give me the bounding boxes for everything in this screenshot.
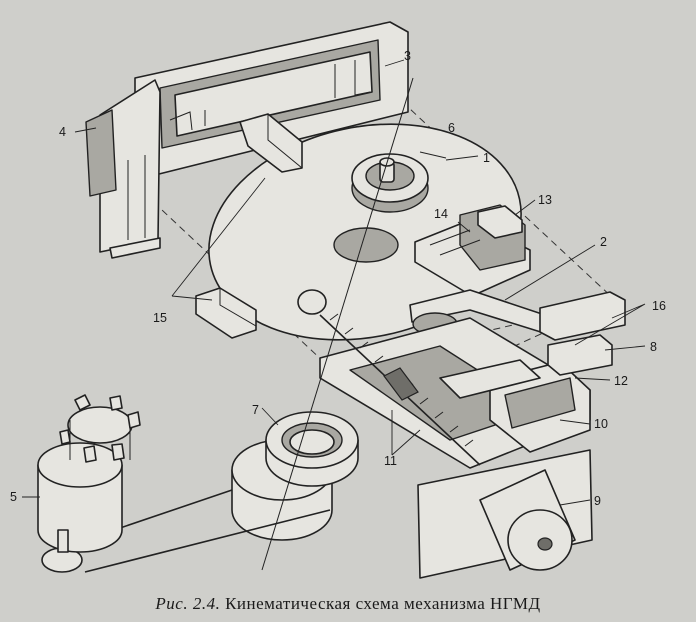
figure-caption: Рис. 2.4. Кинематическая схема механизма… bbox=[0, 594, 696, 614]
label-7: 7 bbox=[252, 403, 259, 417]
spindle-axis bbox=[261, 77, 414, 571]
label-3: 3 bbox=[404, 49, 411, 63]
caption-text: Кинематическая схема механизма НГМД bbox=[225, 594, 541, 613]
label-16: 16 bbox=[652, 299, 666, 313]
label-15: 15 bbox=[153, 311, 167, 325]
front-frame bbox=[85, 21, 409, 259]
drive-motor bbox=[37, 394, 141, 553]
sensor-bracket bbox=[539, 291, 626, 341]
label-1: 1 bbox=[483, 151, 490, 165]
caption-prefix: Рис. 2.4. bbox=[155, 594, 221, 613]
carriage-block bbox=[414, 204, 531, 297]
label-13: 13 bbox=[538, 193, 552, 207]
sensor-block bbox=[547, 334, 613, 376]
label-4: 4 bbox=[59, 125, 66, 139]
label-5: 5 bbox=[10, 490, 17, 504]
label-11: 11 bbox=[384, 454, 397, 468]
head-carriage bbox=[319, 317, 591, 469]
label-9: 9 bbox=[594, 494, 601, 508]
label-14: 14 bbox=[434, 207, 448, 221]
label-6: 6 bbox=[448, 121, 455, 135]
label-10: 10 bbox=[594, 417, 608, 431]
spindle-hub bbox=[351, 153, 429, 213]
disk-window bbox=[333, 227, 399, 263]
label-12: 12 bbox=[614, 374, 628, 388]
part-labels: 4 3 6 1 13 14 2 15 16 8 12 10 11 9 7 5 bbox=[10, 49, 666, 508]
disk-spindle-hole bbox=[297, 289, 327, 315]
label-2: 2 bbox=[600, 235, 607, 249]
drive-pulley bbox=[231, 411, 359, 541]
label-8: 8 bbox=[650, 340, 657, 354]
stepper-motor bbox=[417, 449, 593, 579]
leader-lines bbox=[22, 59, 646, 506]
lead-screw bbox=[319, 313, 481, 466]
